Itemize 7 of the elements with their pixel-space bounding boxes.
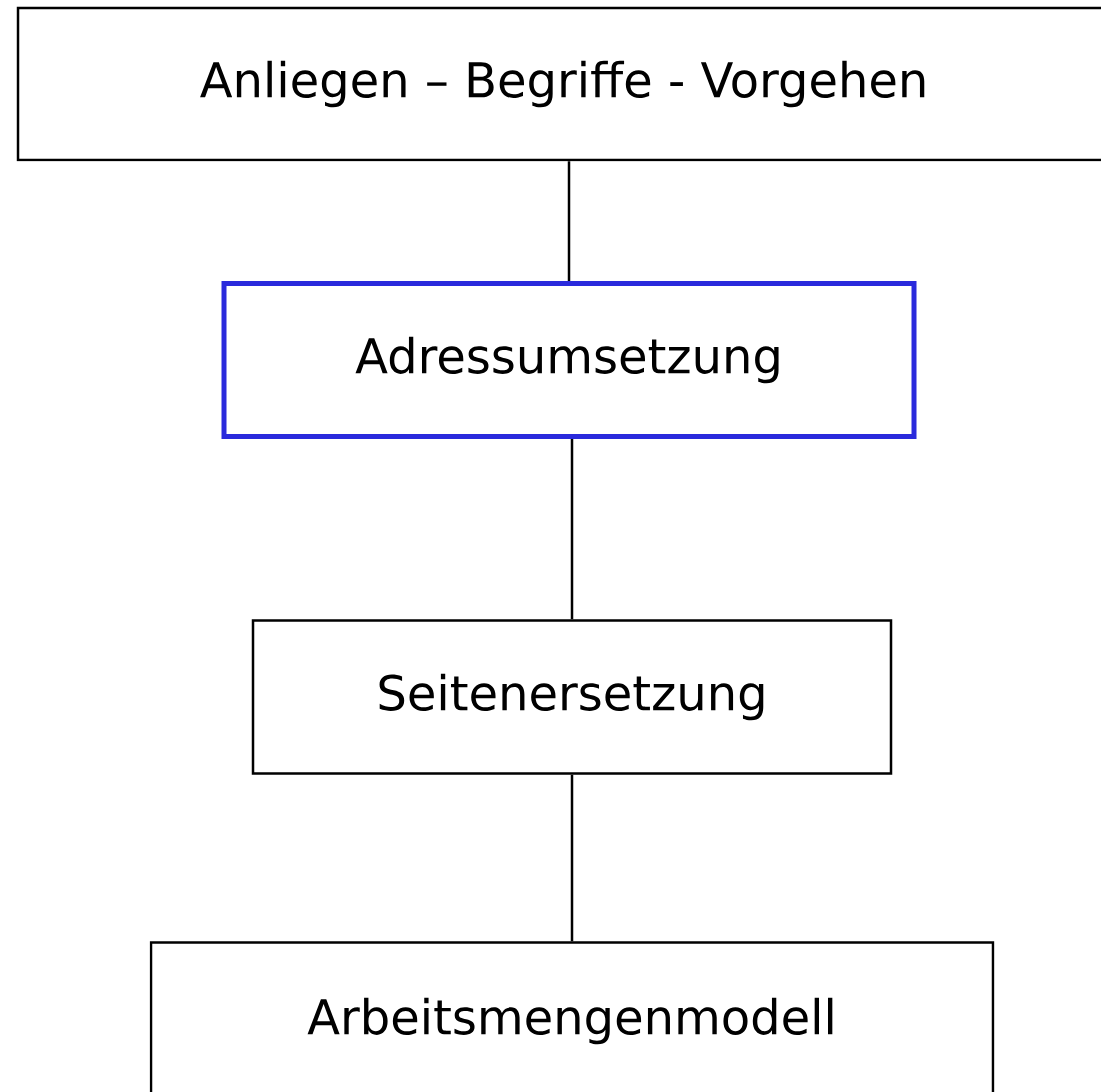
connector-line [570, 439, 574, 620]
process-box: Arbeitsmengenmodell [149, 941, 995, 1092]
connector-line [570, 774, 574, 942]
process-box: Anliegen – Begriffe - Vorgehen [16, 6, 1101, 162]
connector-line [567, 161, 571, 281]
process-box: Seitenersetzung [251, 619, 893, 775]
process-box: Adressumsetzung [221, 281, 917, 439]
